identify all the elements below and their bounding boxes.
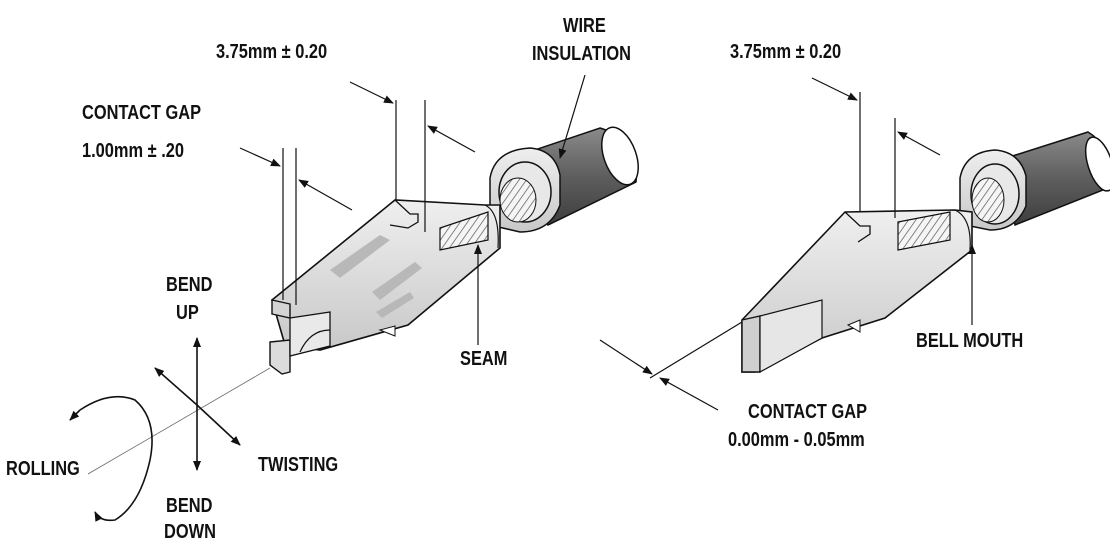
contact-gap-right-label-line1: CONTACT GAP bbox=[748, 401, 868, 423]
left-insulation-crimp bbox=[489, 147, 561, 233]
bend-up-label-line1: BEND bbox=[166, 274, 213, 296]
contact-gap-right-label-line2: 0.00mm - 0.05mm bbox=[728, 429, 865, 451]
bell-mouth-label: BELL MOUTH bbox=[916, 330, 1024, 352]
right-terminal-body bbox=[741, 209, 973, 374]
wire-insulation-label-line2: INSULATION bbox=[532, 43, 632, 65]
seam-label: SEAM bbox=[460, 348, 508, 370]
right-insulation-crimp bbox=[959, 149, 1027, 231]
bend-down-label-line2: DOWN bbox=[164, 521, 216, 543]
contact-gap-left-label-line2: 1.00mm ± .20 bbox=[82, 140, 185, 162]
dimension-label-left: 3.75mm ± 0.20 bbox=[216, 41, 328, 63]
left-terminal bbox=[269, 126, 639, 375]
wire-insulation-label-line1: WIRE bbox=[563, 15, 606, 37]
twisting-label: TWISTING bbox=[258, 454, 339, 476]
dimension-label-right: 3.75mm ± 0.20 bbox=[730, 41, 842, 63]
rolling-label: ROLLING bbox=[6, 458, 80, 480]
left-terminal-body bbox=[269, 199, 501, 375]
contact-gap-left-label-line1: CONTACT GAP bbox=[82, 102, 202, 124]
right-wire bbox=[999, 131, 1110, 227]
bend-up-label-line2: UP bbox=[176, 302, 199, 324]
bend-down-label-line1: BEND bbox=[166, 495, 213, 517]
right-terminal bbox=[741, 131, 1110, 374]
motion-axes bbox=[69, 337, 241, 522]
dimension-lines bbox=[87, 74, 976, 475]
